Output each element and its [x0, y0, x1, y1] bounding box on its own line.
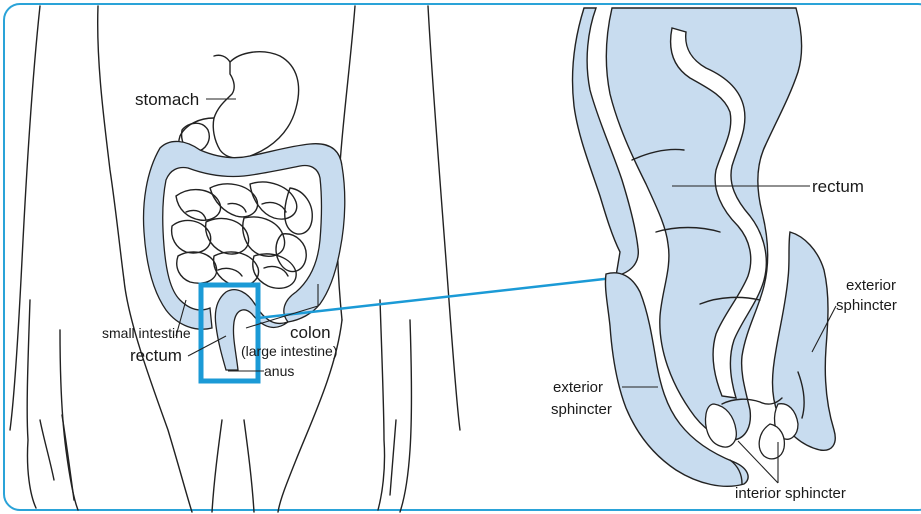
label-anus: anus [264, 363, 294, 379]
label-exterior-right-2: sphincter [836, 297, 897, 314]
label-exterior-left-2: sphincter [551, 401, 612, 418]
label-interior-sphincter: interior sphincter [735, 485, 846, 502]
label-exterior-right-1: exterior [846, 277, 896, 294]
label-rectum-right: rectum [812, 177, 864, 196]
label-small-intestine: small intestine [102, 325, 191, 341]
label-colon-sub: (large intestine) [241, 343, 338, 359]
label-rectum-left: rectum [130, 346, 182, 365]
label-stomach: stomach [135, 90, 199, 109]
label-exterior-left-1: exterior [553, 379, 603, 396]
label-colon: colon [290, 323, 331, 342]
